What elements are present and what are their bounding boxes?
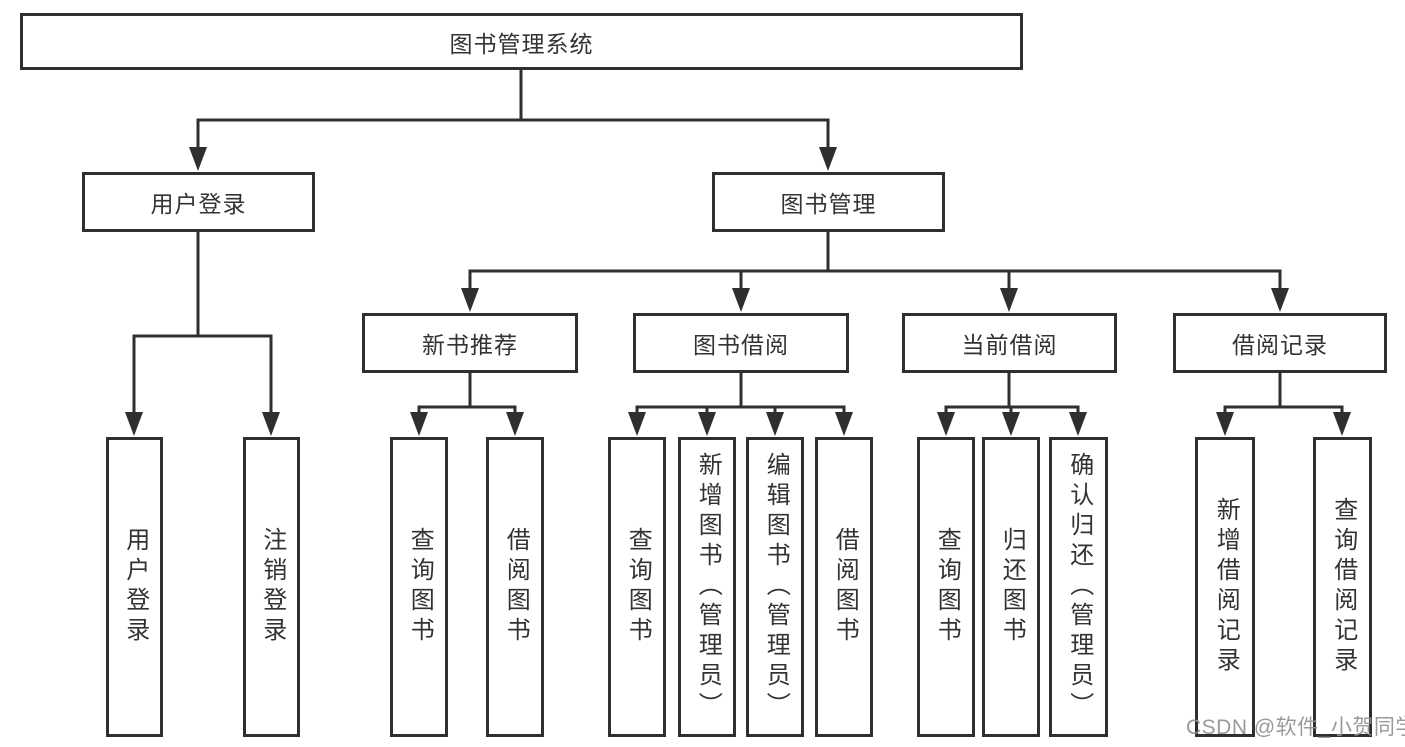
- node-book-borrow-label: 图书借阅: [693, 332, 789, 358]
- leaf-query-books-borrow: 查询图书: [608, 437, 666, 737]
- leaf-query-borrow-record-label: 查询借阅记录: [1329, 497, 1357, 677]
- leaf-query-books-recommend: 查询图书: [390, 437, 448, 737]
- node-borrow-records-label: 借阅记录: [1232, 332, 1328, 358]
- node-current-borrow: 当前借阅: [902, 313, 1117, 373]
- leaf-confirm-return-admin: 确认归还（管理员）: [1049, 437, 1108, 737]
- node-library-system-label: 图书管理系统: [449, 30, 594, 57]
- node-user-login: 用户登录: [82, 172, 315, 232]
- node-current-borrow-label: 当前借阅: [961, 332, 1058, 358]
- leaf-confirm-return-admin-label: 确认归还（管理员）: [1065, 452, 1093, 722]
- node-new-book-recommend-label: 新书推荐: [422, 332, 518, 358]
- leaf-borrow-books-borrow-label: 借阅图书: [831, 527, 859, 647]
- leaf-logout-label: 注销登录: [258, 527, 286, 647]
- leaf-user-login-label: 用户登录: [121, 527, 149, 647]
- leaf-borrow-books-recommend-label: 借阅图书: [502, 527, 530, 647]
- leaf-return-books: 归还图书: [982, 437, 1040, 737]
- leaf-add-book-admin: 新增图书（管理员）: [678, 437, 736, 737]
- leaf-query-books-current: 查询图书: [917, 437, 975, 737]
- leaf-edit-book-admin-label: 编辑图书（管理员）: [762, 452, 790, 722]
- leaf-logout: 注销登录: [243, 437, 300, 737]
- node-new-book-recommend: 新书推荐: [362, 313, 578, 373]
- node-borrow-records: 借阅记录: [1173, 313, 1387, 373]
- leaf-query-books-borrow-label: 查询图书: [624, 527, 652, 647]
- node-user-login-label: 用户登录: [150, 191, 247, 217]
- node-library-system: 图书管理系统: [20, 13, 1023, 70]
- leaf-borrow-books-recommend: 借阅图书: [486, 437, 544, 737]
- node-book-management: 图书管理: [712, 172, 945, 232]
- leaf-query-books-recommend-label: 查询图书: [406, 527, 434, 647]
- node-book-borrow: 图书借阅: [633, 313, 849, 373]
- leaf-add-borrow-record: 新增借阅记录: [1195, 437, 1255, 737]
- csdn-watermark: CSDN @软件_小贺同学: [1186, 716, 1405, 739]
- leaf-user-login: 用户登录: [106, 437, 163, 737]
- leaf-add-borrow-record-label: 新增借阅记录: [1212, 497, 1240, 677]
- leaf-return-books-label: 归还图书: [998, 527, 1026, 647]
- leaf-query-books-current-label: 查询图书: [933, 527, 961, 647]
- leaf-borrow-books-borrow: 借阅图书: [815, 437, 873, 737]
- leaf-add-book-admin-label: 新增图书（管理员）: [694, 452, 722, 722]
- leaf-edit-book-admin: 编辑图书（管理员）: [746, 437, 804, 737]
- leaf-query-borrow-record: 查询借阅记录: [1313, 437, 1372, 737]
- node-book-management-label: 图书管理: [780, 191, 877, 217]
